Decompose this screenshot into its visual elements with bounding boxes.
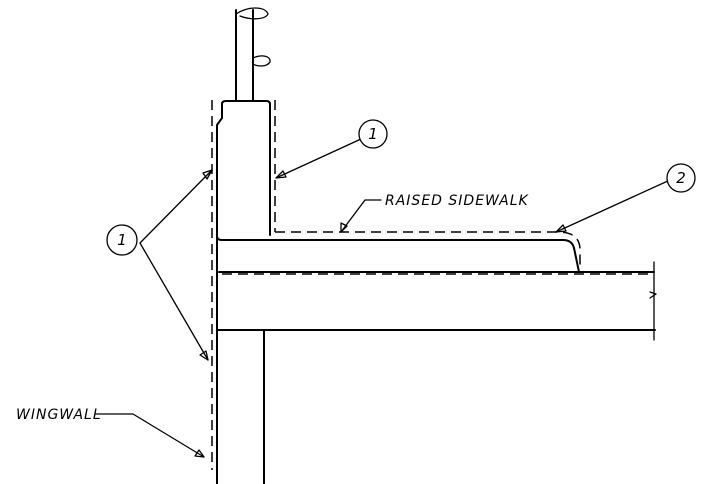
sidewalk-treatment-line — [275, 231, 581, 270]
railing-coil-bottom — [252, 55, 271, 67]
callout-right-number: 2 — [676, 169, 686, 187]
railing-coil-top — [235, 7, 269, 20]
callout-top: 1 — [358, 119, 388, 149]
wingwall-structure — [216, 329, 265, 484]
callout-left-number: 1 — [117, 231, 127, 249]
railing-post — [235, 7, 271, 101]
slab-break-mark — [649, 291, 657, 299]
callout-top-number: 1 — [368, 125, 378, 143]
leader-raised-sidewalk — [340, 199, 382, 233]
callout-right: 2 — [666, 163, 696, 193]
leader-right — [555, 179, 671, 233]
leader-left-lower — [139, 242, 209, 361]
deck-slab — [216, 235, 657, 341]
leader-top — [275, 138, 362, 179]
callout-left: 1 — [106, 224, 138, 256]
leader-wingwall — [95, 413, 205, 458]
label-raised-sidewalk: RAISED SIDEWALK — [385, 193, 530, 209]
treatment-lines — [211, 100, 581, 470]
label-wingwall: WINGWALL — [16, 407, 102, 423]
leaders — [95, 138, 671, 458]
parapet — [216, 100, 271, 237]
leader-left-upper — [139, 169, 213, 244]
